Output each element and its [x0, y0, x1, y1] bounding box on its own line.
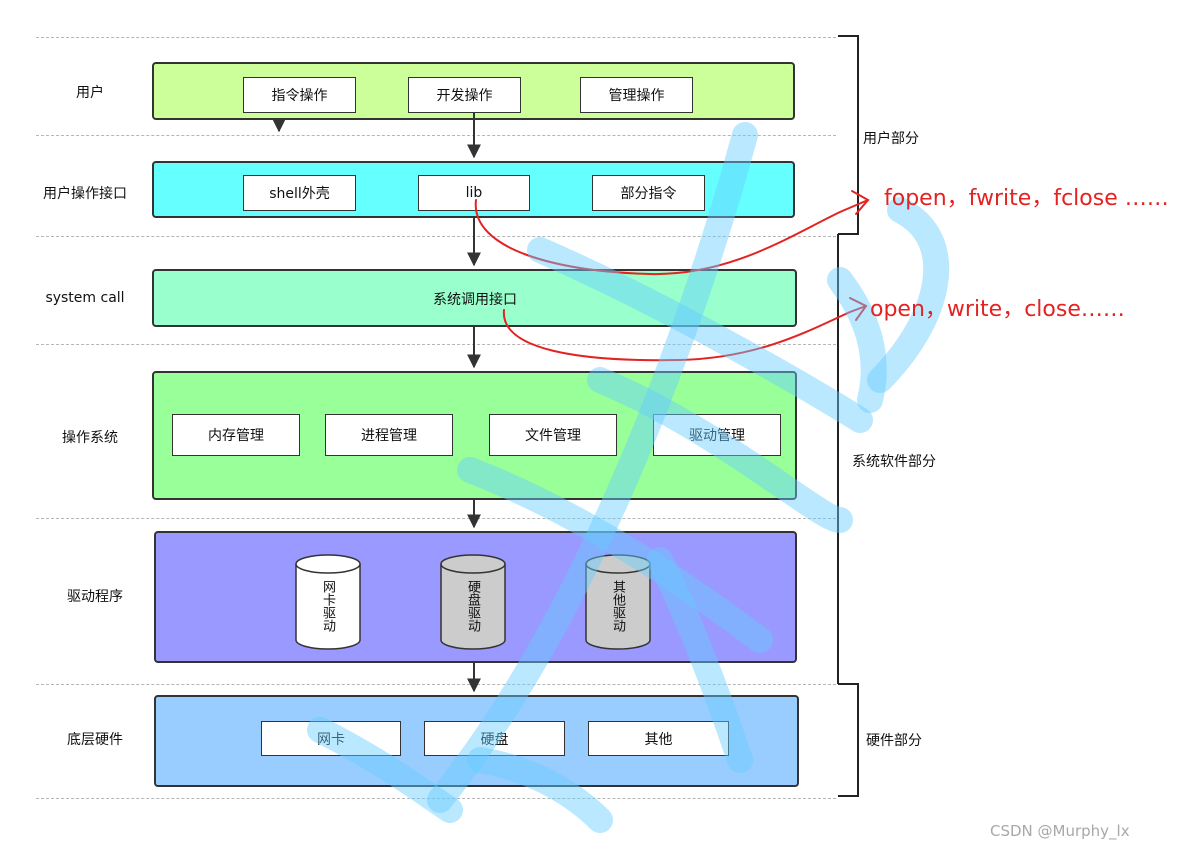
separator-line [36, 37, 836, 38]
layer-label-syscall: system call [45, 290, 125, 306]
layer-label-user: 用户 [76, 85, 104, 101]
cylinder-nic-driver [295, 554, 361, 650]
separator-line [36, 344, 836, 345]
separator-line [36, 135, 836, 136]
box-other: 其他 [588, 721, 729, 756]
box-memory-mgmt: 内存管理 [172, 414, 300, 456]
box-file-mgmt: 文件管理 [489, 414, 617, 456]
cylinder-label-disk-driver: 硬盘驱动 [465, 580, 480, 632]
band-syscall [152, 269, 797, 327]
layer-label-interface: 用户操作接口 [43, 186, 127, 202]
annotation-curves [474, 190, 870, 362]
layer-label-driver: 驱动程序 [67, 589, 123, 605]
box-driver-mgmt: 驱动管理 [653, 414, 781, 456]
csdn-watermark: CSDN @Murphy_lx [990, 822, 1130, 840]
layer-label-os: 操作系统 [62, 430, 118, 446]
group-label-hardware: 硬件部分 [866, 733, 922, 749]
cylinder-label-other-driver: 其他驱动 [610, 580, 625, 632]
annotation-lib-calls: fopen，fwrite，fclose …… [884, 186, 1169, 211]
group-label-user: 用户部分 [863, 131, 919, 147]
group-brackets [837, 35, 859, 797]
annotation-syscalls: open，write，close…… [870, 297, 1125, 322]
box-admin-op: 管理操作 [580, 77, 693, 113]
box-partial-commands: 部分指令 [592, 175, 705, 211]
box-command-op: 指令操作 [243, 77, 356, 113]
separator-line [36, 684, 836, 685]
box-process-mgmt: 进程管理 [325, 414, 453, 456]
group-label-system-software: 系统软件部分 [852, 454, 936, 470]
layer-label-hardware: 底层硬件 [67, 732, 123, 748]
box-nic: 网卡 [261, 721, 401, 756]
separator-line [36, 798, 836, 799]
separator-line [36, 518, 836, 519]
cylinder-label-nic-driver: 网卡驱动 [320, 580, 335, 632]
box-lib: lib [418, 175, 530, 211]
cylinder-disk-driver [440, 554, 506, 650]
watermark-strokes [307, 122, 950, 833]
separator-line [36, 236, 836, 237]
box-dev-op: 开发操作 [408, 77, 521, 113]
cylinder-other-driver [585, 554, 651, 650]
box-disk: 硬盘 [424, 721, 565, 756]
flow-arrows [272, 113, 481, 693]
syscall-interface-label: 系统调用接口 [433, 292, 517, 308]
box-shell: shell外壳 [243, 175, 356, 211]
